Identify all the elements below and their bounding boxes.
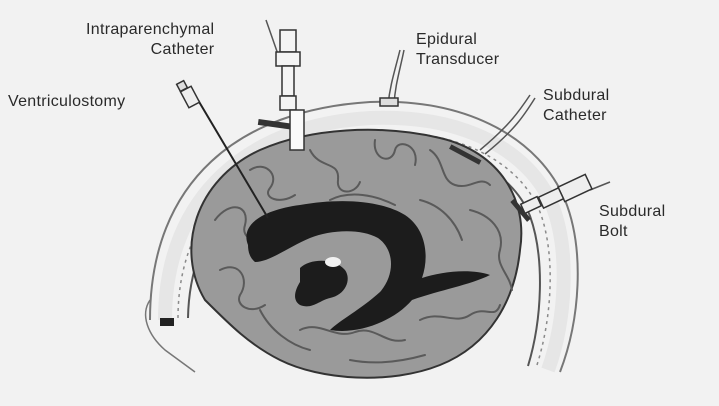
label-intraparenchymal-catheter: Intraparenchymal Catheter [86,20,214,60]
third-ventricle [295,260,348,307]
label-ventriculostomy: Ventriculostomy [8,92,125,112]
label-intraparenchymal-line2: Catheter [150,41,215,58]
scalp-outline [149,100,579,373]
label-epidural-line1: Epidural [416,31,478,48]
subdural-bolt-plate [510,198,531,222]
subdural-catheter-device [479,94,536,155]
lateral-ventricle [246,201,490,331]
subdural-bolt-device [519,173,611,215]
label-subdural-catheter-line1: Subdural [543,87,610,104]
label-intraparenchymal-line1: Intraparenchymal [86,21,215,38]
brain [190,128,523,379]
ventriculostomy-device [175,79,269,219]
face-outline [144,299,196,373]
label-subdural-catheter-line2: Catheter [543,107,607,124]
epidural-transducer-device [379,49,405,107]
sulci [214,139,513,364]
label-subdural-bolt-line2: Bolt [599,223,628,240]
subdural-catheter-plate [449,144,482,165]
intraparenchymal-catheter-device [265,19,305,151]
label-ventriculostomy-line1: Ventriculostomy [8,93,126,110]
label-subdural-bolt-line1: Subdural [599,203,666,220]
thalamic-adhesion [325,257,341,267]
skull-band [158,110,571,373]
eye-marker [160,318,174,326]
label-epidural-transducer: Epidural Transducer [416,30,499,70]
label-subdural-catheter: Subdural Catheter [543,86,609,126]
label-epidural-line2: Transducer [416,51,500,68]
label-subdural-bolt: Subdural Bolt [599,202,665,242]
